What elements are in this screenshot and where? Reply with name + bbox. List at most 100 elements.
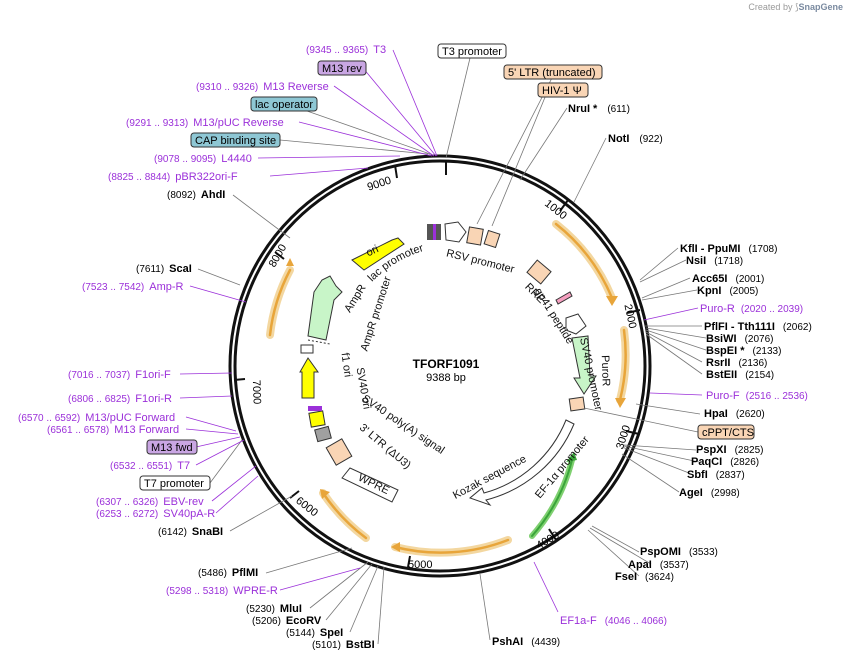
primer-coord: (6532 .. 6551): [110, 461, 172, 472]
m13rev-box: M13 rev: [322, 63, 362, 75]
site-coord: (2133): [753, 346, 782, 357]
svg-text:BsiWI(2076): BsiWI (2076): [706, 333, 773, 345]
svg-text:PaqCI(2826): PaqCI(2826): [691, 456, 759, 468]
site-name: NruI *: [568, 103, 598, 115]
m13-block: [433, 224, 436, 240]
site-name: KpnI: [697, 285, 721, 297]
sv40-polya-label: SV40 poly(A) signal: [360, 393, 447, 457]
rre-feature: [526, 259, 552, 285]
svg-text:BspEI *(2133): BspEI * (2133): [706, 345, 781, 357]
leader-lines: [179, 49, 707, 645]
svg-text:PspXI(2825): PspXI(2825): [696, 444, 763, 456]
svg-text:RsrII(2136): RsrII(2136): [706, 357, 767, 369]
gray-feature: [314, 425, 332, 443]
svg-text:(5298 .. 5318)WPRE-R: (5298 .. 5318)WPRE-R: [166, 585, 278, 597]
credit-brand: SnapGene: [798, 2, 843, 12]
site-coord: (2076): [745, 334, 774, 345]
svg-text:NsiI(1718): NsiI(1718): [686, 255, 743, 267]
svg-text:PflFI - Tth111I(2062): PflFI - Tth111I(2062): [704, 321, 812, 333]
site-coord: (5101): [312, 640, 341, 651]
primer-coord: (4046 .. 4066): [605, 616, 667, 627]
svg-text:SbfI(2837): SbfI(2837): [687, 469, 745, 481]
svg-text:(5230)MluI: (5230) MluI: [246, 603, 302, 615]
tick-label: 3000: [614, 424, 633, 451]
primer-coord: (2020 .. 2039): [741, 304, 803, 315]
site-coord: (2998): [711, 488, 740, 499]
primer-name: Amp-R: [149, 281, 183, 293]
svg-text:(9078 .. 9095)L4440: (9078 .. 9095)L4440: [154, 153, 252, 165]
feature-labels: lac promoter RSV promoter RRE gp41 pepti…: [339, 242, 612, 502]
svg-text:EF1a-F(4046 .. 4066): EF1a-F(4046 .. 4066): [560, 615, 667, 627]
site-coord: (3533): [689, 547, 718, 558]
sv40-polya-feature: [308, 410, 326, 428]
svg-text:NotI(922): NotI(922): [608, 133, 663, 145]
orf-arcs: [266, 220, 630, 557]
site-name: BspEI *: [706, 345, 745, 357]
site-coord: (5230): [246, 604, 275, 615]
site-coord: (2620): [736, 409, 765, 420]
m13fwd-feature: [308, 406, 322, 411]
sv40-promoter-arrow: [565, 313, 587, 335]
gp41-feature: [555, 291, 573, 305]
site-name: FseI: [615, 571, 637, 583]
site-coord: (2001): [735, 274, 764, 285]
primer-name: M13/pUC Forward: [85, 412, 175, 424]
svg-text:(7016 .. 7037)F1ori-F: (7016 .. 7037)F1ori-F: [68, 369, 171, 381]
primer-labels: (9345 .. 9365)T3 (9310 .. 9326)M13 Rever…: [18, 44, 808, 627]
rsv-promoter-arrow: [444, 221, 467, 243]
ampr-arrow: [307, 275, 343, 341]
puror-label: PuroR: [599, 355, 612, 387]
site-name: KflI - PpuMI: [680, 243, 741, 255]
site-coord: (3624): [645, 572, 674, 583]
svg-text:(5101)BstBI: (5101) BstBI: [312, 639, 375, 651]
site-name: RsrII: [706, 357, 730, 369]
site-name: PflMI: [232, 567, 258, 579]
site-name: Acc65I: [692, 273, 727, 285]
site-name: PaqCI: [691, 456, 722, 468]
primer-coord: (2516 .. 2536): [746, 391, 808, 402]
site-name: BstBI: [346, 639, 375, 651]
primer-coord: (6561 .. 6578): [47, 425, 109, 436]
primer-coord: (9078 .. 9095): [154, 154, 216, 165]
position-ticks: [233, 160, 641, 568]
snapgene-credit: Created by ⟆SnapGene: [748, 2, 843, 13]
puror-feature: [571, 335, 597, 395]
svg-text:(6142)SnaBI: (6142)SnaBI: [158, 526, 223, 538]
ori-feature: [351, 237, 405, 271]
primer-coord: (5298 .. 5318): [166, 586, 228, 597]
primer-name: Puro-F: [706, 390, 740, 402]
ef1a-promoter-arrow: [469, 419, 575, 507]
site-name: BstEII: [706, 369, 737, 381]
primer-coord: (6806 .. 6825): [68, 394, 130, 405]
site-name: NotI: [608, 133, 629, 145]
site-name: BsiWI: [706, 333, 737, 345]
ampr-label: AmpR: [342, 282, 368, 314]
svg-text:KpnI(2005): KpnI(2005): [697, 285, 758, 297]
site-name: ApaI: [628, 559, 652, 571]
svg-text:(5486)PflMI: (5486)PflMI: [198, 567, 258, 579]
site-name: MluI: [280, 603, 302, 615]
svg-text:Acc65I(2001): Acc65I (2001): [692, 273, 764, 285]
primer-name: F1ori-R: [135, 393, 172, 405]
site-name: PshAI: [492, 636, 523, 648]
svg-text:(6570 .. 6592)M13/pUC Forward: (6570 .. 6592) M13/pUC Forward: [18, 412, 175, 424]
plasmid-name: TFORF1091: [413, 357, 480, 371]
ampr-promoter-dash: [307, 339, 331, 345]
svg-text:FseI(3624): FseI (3624): [615, 571, 674, 583]
primer-coord: (6570 .. 6592): [18, 413, 80, 424]
primer-name: SV40pA-R: [163, 508, 215, 520]
tick-label: 7000: [250, 380, 263, 405]
ltr3-feature: [325, 438, 353, 466]
site-coord: (611): [607, 104, 630, 115]
tick-labels: 1000 2000 3000 4000 5000 6000 7000 8000 …: [250, 175, 638, 571]
site-name: SnaBI: [192, 526, 223, 538]
wpre-feature: [341, 467, 399, 503]
svg-text:Puro-F(2516 .. 2536): Puro-F (2516 .. 2536): [706, 390, 808, 402]
boxed-labels: M13 rev lac operator CAP binding site T3…: [139, 43, 755, 491]
primer-coord: (6307 .. 6326): [96, 497, 158, 508]
svg-text:(9310 .. 9326)M13 Reverse: (9310 .. 9326)M13 Reverse: [196, 81, 329, 93]
site-name: EcoRV: [286, 615, 322, 627]
site-coord: (2825): [735, 445, 764, 456]
site-coord: (8092): [167, 190, 196, 201]
ltr5-feature: [466, 226, 484, 246]
